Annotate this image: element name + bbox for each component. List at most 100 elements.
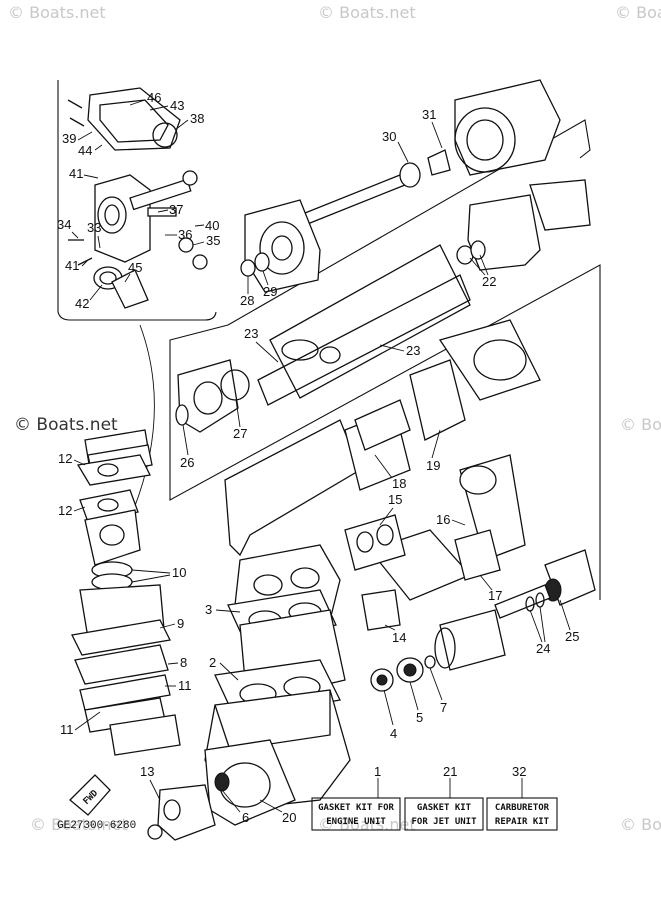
carburetor-to-engine-leader (124, 324, 155, 531)
callout-40: 40 (205, 218, 219, 233)
watermark-bottom-right: © Bo (620, 815, 661, 834)
seal-26 (175, 404, 189, 426)
callout-14: 14 (392, 630, 406, 645)
callout-38: 38 (190, 111, 204, 126)
carburetor-throat (97, 196, 127, 234)
pump-parts (370, 549, 596, 692)
callout-11-right: 11 (178, 678, 192, 693)
callout-23-left: 23 (244, 326, 258, 341)
callout-9: 9 (177, 616, 184, 631)
watermark-top-right: © Boa (615, 3, 661, 22)
callout-42: 42 (75, 296, 89, 311)
kit-32-line1: CARBURETOR (495, 803, 550, 813)
gear (147, 824, 163, 840)
watermark-mid-right: © Bo (620, 415, 661, 434)
callout-27: 27 (233, 426, 247, 441)
seal-22 (470, 240, 486, 260)
water-box (224, 419, 361, 557)
adjust-screw (147, 207, 177, 217)
jet-unit-group (169, 79, 601, 600)
callout-16: 16 (436, 512, 450, 527)
screw-icon (69, 117, 85, 127)
callout-2: 2 (209, 655, 216, 670)
reed-block (109, 714, 181, 756)
fitting (182, 170, 198, 186)
callout-30: 30 (382, 129, 396, 144)
stator-housing (467, 194, 541, 271)
kit-box-engine: GASKET KIT FOR ENGINE UNIT (311, 778, 401, 831)
jet-group-frame (169, 264, 601, 600)
watermark-top-left: © Boats.net (8, 3, 106, 22)
kit-box-jet: GASKET KIT FOR JET UNIT (404, 778, 484, 831)
carburetor-plate (111, 269, 149, 309)
carburetor-group-bracket (57, 80, 217, 321)
jet-group-frame-top (227, 119, 591, 326)
kit-1-line1: GASKET KIT FOR (318, 803, 394, 813)
diagram-code: GE27300-6280 (57, 820, 136, 832)
callout-18: 18 (392, 476, 406, 491)
impeller (529, 179, 591, 231)
shaft-24 (494, 584, 551, 619)
joint-14 (361, 589, 401, 631)
watermark-mid-left: © Boats.net (14, 415, 118, 435)
callout-12-lower: 12 (58, 503, 72, 518)
callout-10: 10 (172, 565, 186, 580)
callout-19: 19 (426, 458, 440, 473)
duct-gasket (257, 274, 471, 406)
callout-20: 20 (282, 810, 296, 825)
fwd-arrow: FWD (69, 774, 111, 816)
callout-26: 26 (180, 455, 194, 470)
callout-13: 13 (140, 764, 154, 779)
callout-34: 34 (57, 217, 71, 232)
callout-35: 35 (206, 233, 220, 248)
seal-28 (240, 259, 256, 277)
bearing-30 (399, 162, 421, 188)
engine-group (147, 544, 351, 841)
callout-31: 31 (422, 107, 436, 122)
carburetor-flange (84, 509, 141, 566)
callout-kit-21: 21 (443, 764, 457, 779)
drive-shaft (299, 174, 406, 226)
callout-25: 25 (565, 629, 579, 644)
exhaust-chamber (438, 319, 541, 401)
watermark-top-center: © Boats.net (318, 3, 416, 22)
callout-22: 22 (482, 274, 496, 289)
kit-21-line1: GASKET KIT (417, 803, 472, 813)
callout-kit-32: 32 (512, 764, 526, 779)
coupler (439, 609, 506, 671)
bearing-31 (427, 149, 451, 176)
o-ring-27 (220, 369, 250, 401)
callout-36: 36 (178, 227, 192, 242)
kit-21-line2: FOR JET UNIT (411, 817, 477, 827)
o-ring-7 (424, 655, 436, 669)
diaphragm (152, 122, 178, 148)
callout-43: 43 (170, 98, 184, 113)
oil-seal-6 (214, 772, 230, 792)
callout-7: 7 (440, 700, 447, 715)
callout-39: 39 (62, 131, 76, 146)
gasket-17 (454, 529, 501, 581)
callout-6: 6 (242, 810, 249, 825)
callout-17: 17 (488, 588, 502, 603)
gasket-11-upper (79, 674, 171, 711)
callout-8: 8 (180, 655, 187, 670)
screw-icon (77, 257, 93, 266)
gasket-9 (71, 619, 171, 656)
reed-valve-8 (74, 644, 169, 685)
kit-box-carburetor: CARBURETOR REPAIR KIT (486, 778, 558, 831)
watermark-bottom-center: © Boats.net (318, 815, 416, 834)
gasket-12-upper (76, 454, 151, 486)
callout-4: 4 (390, 726, 397, 741)
flywheel-cover (157, 784, 216, 841)
callout-41-lower: 41 (65, 258, 79, 273)
callout-kit-1: 1 (374, 764, 381, 779)
callout-5: 5 (416, 710, 423, 725)
callout-44: 44 (78, 143, 92, 158)
gasket-18 (354, 399, 411, 451)
callout-23-right: 23 (406, 343, 420, 358)
callout-3: 3 (205, 602, 212, 617)
callout-15: 15 (388, 492, 402, 507)
callout-29: 29 (263, 284, 277, 299)
callout-46: 46 (147, 90, 161, 105)
